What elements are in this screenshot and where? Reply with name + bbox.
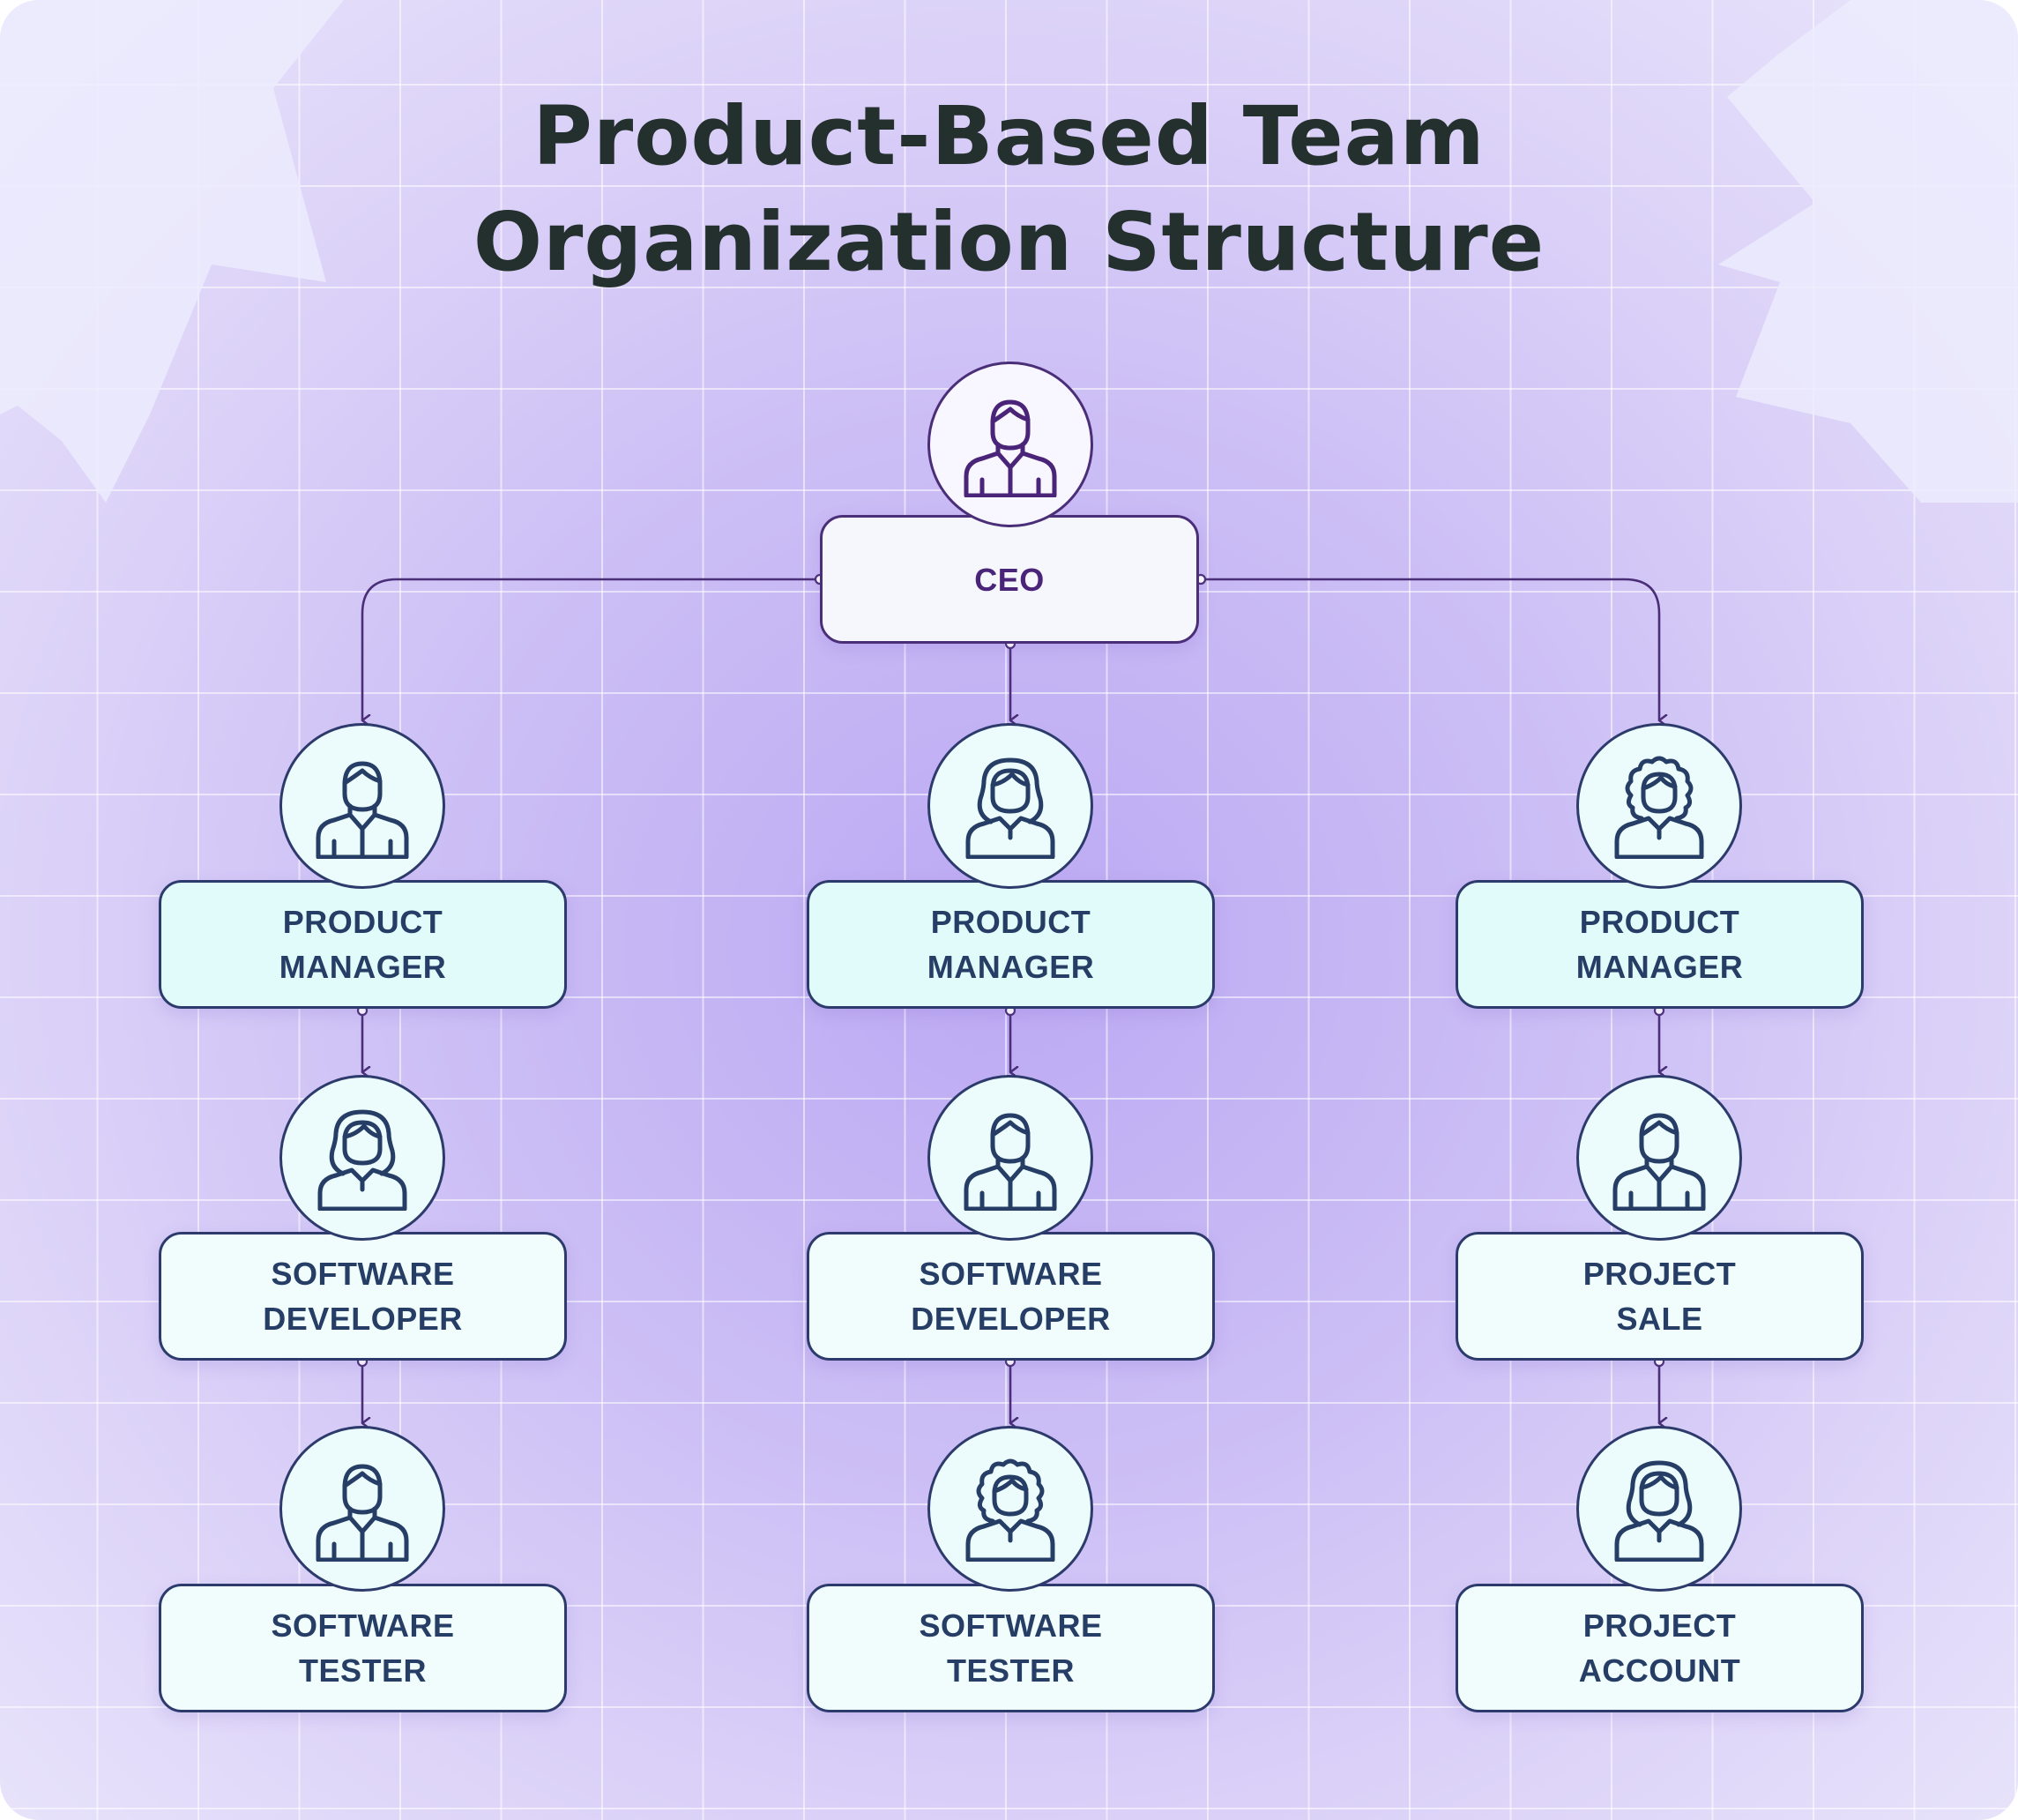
title-line-1: Product-Based Team [532,89,1486,183]
software-tester-box-2: SOFTWARE TESTER [807,1584,1215,1712]
woman-curly-hair-icon [1614,756,1704,859]
product-manager-avatar-2 [927,723,1093,889]
node-label-line-1: SOFTWARE [271,1607,455,1644]
decorative-burst-top-right [1718,0,2018,503]
node-label-line-2: MANAGER [1575,949,1744,985]
connector-ceo-to-manager-1 [361,578,820,720]
woman-curly-hair-icon [965,1458,1055,1562]
man-icon [964,399,1057,497]
software-developer-avatar-1 [279,1075,445,1241]
product-manager-box-1: PRODUCT MANAGER [159,880,567,1009]
node-label-line-1: PROJECT [1582,1256,1737,1292]
title-line-2: Organization Structure [473,195,1545,289]
node-label-line-2: TESTER [946,1652,1075,1689]
software-tester-avatar-1 [279,1426,445,1592]
man-icon [316,761,409,859]
node-label-line-1: SOFTWARE [919,1256,1103,1292]
node-label-line-2: MANAGER [927,949,1095,985]
node-label-line-1: SOFTWARE [271,1256,455,1292]
woman-long-hair-icon [1614,1460,1704,1562]
software-tester-avatar-2 [927,1426,1093,1592]
project-account-box: PROJECT ACCOUNT [1456,1584,1864,1712]
product-manager-box-3: PRODUCT MANAGER [1456,880,1864,1009]
software-developer-avatar-2 [927,1075,1093,1241]
software-tester-box-1: SOFTWARE TESTER [159,1584,567,1712]
man-icon [1612,1113,1706,1211]
node-label-line-1: PRODUCT [282,904,443,940]
node-label-line-2: DEVELOPER [263,1301,463,1337]
project-sale-avatar [1576,1075,1742,1241]
connector-ceo-to-manager-3 [1201,578,1659,720]
node-label-line-1: PRODUCT [930,904,1091,940]
node-label-line-2: SALE [1616,1301,1703,1337]
project-account-avatar [1576,1426,1742,1592]
man-icon [316,1464,409,1562]
ceo-label: CEO [974,561,1045,598]
ceo-box: CEO [820,515,1199,644]
node-label-line-2: DEVELOPER [911,1301,1111,1337]
node-label-line-1: PRODUCT [1579,904,1740,940]
product-manager-box-2: PRODUCT MANAGER [807,880,1215,1009]
node-label-line-1: PROJECT [1582,1607,1737,1644]
man-icon [964,1113,1057,1211]
woman-long-hair-icon [317,1109,407,1211]
product-manager-avatar-3 [1576,723,1742,889]
product-manager-avatar-1 [279,723,445,889]
woman-long-hair-icon [965,757,1055,859]
node-label-line-2: TESTER [298,1652,427,1689]
node-label-line-2: MANAGER [279,949,447,985]
node-label-line-1: SOFTWARE [919,1607,1103,1644]
diagram-title: Product-Based Team Organization Structur… [0,84,2018,295]
node-label-line-2: ACCOUNT [1578,1652,1741,1689]
software-developer-box-1: SOFTWARE DEVELOPER [159,1232,567,1361]
project-sale-box: PROJECT SALE [1456,1232,1864,1361]
software-developer-box-2: SOFTWARE DEVELOPER [807,1232,1215,1361]
ceo-avatar [927,362,1093,527]
decorative-burst-top-left [0,0,344,503]
